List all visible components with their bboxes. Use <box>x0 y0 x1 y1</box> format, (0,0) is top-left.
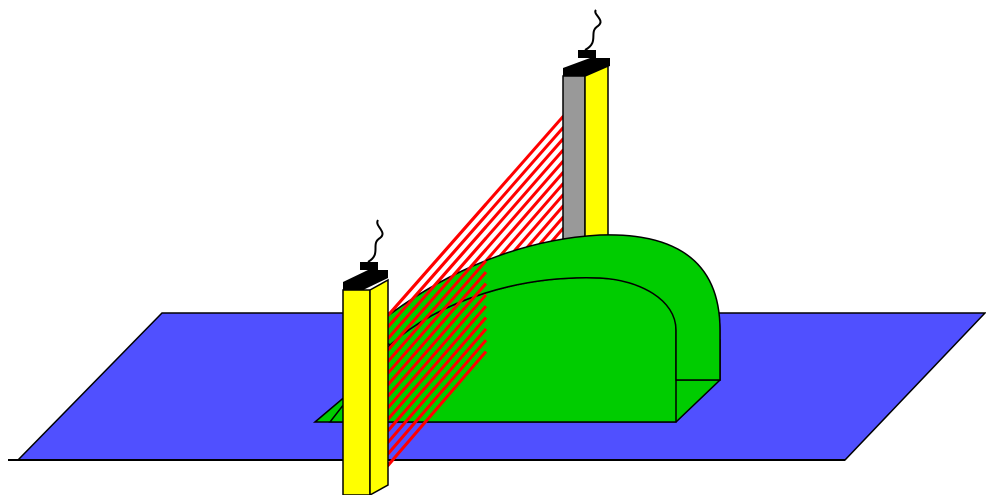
receiver-connector-icon <box>578 50 596 58</box>
light-beam-front-segment <box>382 271 488 391</box>
receiver-cable-icon <box>584 9 602 51</box>
light-beam-front-segment <box>382 282 488 402</box>
receiver-column <box>562 9 610 247</box>
light-beam-front-segment <box>382 305 488 425</box>
receiver-column-face <box>584 64 609 247</box>
emitter-connector-icon <box>360 262 378 270</box>
light-beam-front-segment <box>382 214 488 333</box>
light-beam-front-segment <box>382 316 488 437</box>
light-beam-front-segment <box>382 350 488 471</box>
light-beam-front-segment <box>382 339 488 460</box>
light-beam-front-segment <box>382 327 488 448</box>
receiver-cap <box>563 58 610 76</box>
light-beam-front-segment <box>382 203 488 321</box>
emitter-column <box>342 219 389 495</box>
light-beam-front-segment <box>382 293 488 414</box>
emitter-column-face <box>342 289 371 495</box>
receiver-column-shadow-face <box>562 75 586 246</box>
emitter-column-side <box>369 278 389 495</box>
object-top-curve <box>368 234 721 381</box>
light-beam-front-segment <box>382 259 488 379</box>
emitter-cap <box>343 270 388 290</box>
light-beam-front-segment <box>382 248 488 368</box>
light-beams-front <box>382 203 488 471</box>
emitter-cable-icon <box>367 219 384 263</box>
light-beam-front-segment <box>382 237 488 356</box>
light-beam-front-segment <box>382 225 488 345</box>
